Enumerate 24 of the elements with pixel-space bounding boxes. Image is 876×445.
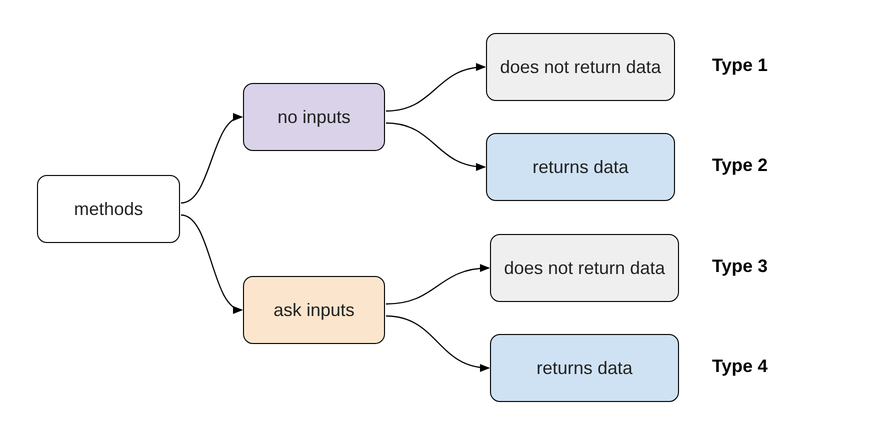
type-label: Type 3 <box>712 255 768 277</box>
process-box <box>490 334 679 402</box>
curved-arrow <box>386 264 490 305</box>
box-label: ask inputs <box>273 299 355 321</box>
curved-arrow <box>180 214 243 312</box>
box-label: no inputs <box>277 106 351 128</box>
curved-arrow <box>180 115 243 204</box>
type-label: Type 2 <box>712 154 768 176</box>
process-box <box>486 133 675 201</box>
process-box <box>486 33 675 101</box>
curved-arrow <box>386 122 486 170</box>
process-box <box>243 276 385 344</box>
type-label: Type 1 <box>712 54 768 76</box>
process-box <box>490 234 679 302</box>
type-label: Type 4 <box>712 355 768 377</box>
box-label: does not return data <box>504 257 666 279</box>
box-label: does not return data <box>500 56 662 78</box>
process-box <box>243 83 385 151</box>
box-label: methods <box>74 198 144 220</box>
curved-arrow <box>386 64 486 112</box>
box-label: returns data <box>536 357 633 379</box>
process-box <box>37 175 180 243</box>
curved-arrow <box>386 315 490 372</box>
box-label: returns data <box>532 156 629 178</box>
